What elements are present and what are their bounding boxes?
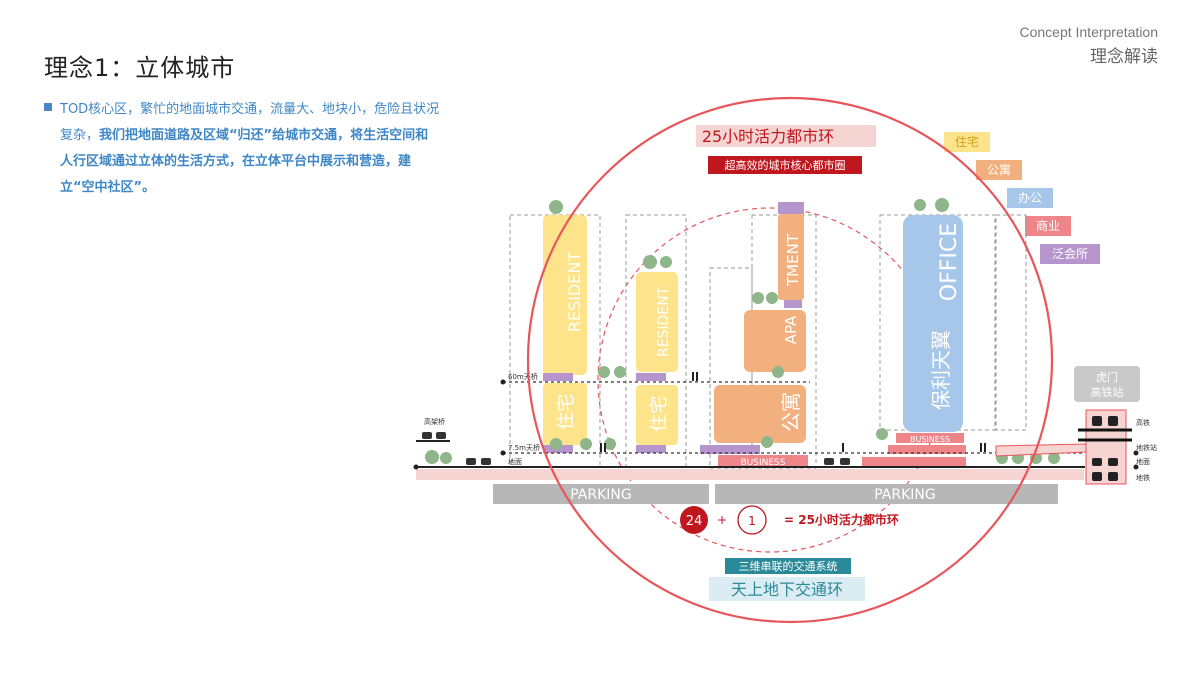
apartment-cn-label: 公寓 xyxy=(779,392,803,432)
apartment-base xyxy=(714,385,806,443)
formula-circle-24 xyxy=(680,506,708,534)
apartment-mid xyxy=(744,310,806,372)
top-banner xyxy=(696,125,876,147)
connector-arrow xyxy=(995,443,1087,457)
parking-left-label: PARKING xyxy=(570,487,631,503)
level-60m-label: 60m天桥 xyxy=(508,372,538,381)
station-label-metro-station: 地铁站 xyxy=(1136,443,1157,452)
business-label-2: BUSINESS xyxy=(910,435,950,444)
viaduct-label: 高架桥 xyxy=(424,417,445,426)
description-part2: 我们把地面道路及区域“归还”给城市交通，将生活空间和人行区域通过立体的生活方式，… xyxy=(60,128,429,195)
level-ground-label: 地面 xyxy=(508,457,522,466)
bottom-main-text: 天上地下交通环 xyxy=(731,580,843,599)
sub-banner xyxy=(708,156,862,174)
club-strip xyxy=(700,445,760,454)
train-icons xyxy=(1092,416,1118,481)
parking-right-label: PARKING xyxy=(874,487,935,503)
office-cn-label: 保利天翼 xyxy=(929,330,953,410)
business-block-2b xyxy=(888,445,966,454)
formula-result: = 25小时活力都市环 xyxy=(784,512,899,527)
resident-2-label: RESIDENT xyxy=(656,286,672,357)
station-label-hsr: 高铁 xyxy=(1136,418,1150,427)
club-strip xyxy=(636,445,666,453)
resident-podium-2 xyxy=(636,385,678,445)
office-label: OFFICE xyxy=(937,223,962,301)
bottom-sub-text: 三维串联的交通系统 xyxy=(739,559,838,573)
club-strip xyxy=(636,373,666,381)
level-7-5m-label: 7.5m天桥 xyxy=(508,443,540,452)
resident-tower-1 xyxy=(543,215,587,375)
apartment-top-label: TMENT xyxy=(784,233,802,287)
station-box xyxy=(1074,366,1140,402)
formula-1: 1 xyxy=(748,514,756,528)
page-title: 理念1：立体城市 xyxy=(44,54,236,82)
legend-club: 泛会所 xyxy=(1040,244,1100,264)
club-top xyxy=(778,202,804,214)
formula-circle-1 xyxy=(737,505,767,535)
apartment-top xyxy=(778,214,804,300)
description-part1: TOD核心区，繁忙的地面城市交通，流量大、地块小，危险且状况复杂， xyxy=(60,102,440,143)
parking-right xyxy=(715,484,1058,504)
bullet-square-icon xyxy=(44,103,52,111)
resident-podium-1 xyxy=(543,383,587,445)
legend-apartment: 公寓 xyxy=(976,160,1022,180)
legend-office: 办公 xyxy=(1007,188,1053,208)
car-icons xyxy=(422,432,850,465)
legend-residence: 住宅 xyxy=(944,132,990,152)
outer-ring xyxy=(526,96,1054,624)
business-block-1 xyxy=(718,455,808,467)
ground-band xyxy=(416,469,1084,480)
formula-24: 24 xyxy=(686,514,703,529)
resident-1-label: RESIDENT xyxy=(565,252,584,333)
description-paragraph: TOD核心区，繁忙的地面城市交通，流量大、地块小，危险且状况复杂，我们把地面道路… xyxy=(60,97,440,201)
parking-left xyxy=(493,484,709,504)
club-strip xyxy=(543,373,573,381)
section-label-cn: 理念解读 xyxy=(1090,47,1158,67)
pedestrian-icons xyxy=(600,372,986,452)
office-tower xyxy=(903,215,963,432)
station-label-ground: 地面 xyxy=(1136,457,1150,466)
resident-1-cn: 住宅 xyxy=(556,394,577,430)
sub-banner-text: 超高效的城市核心都市圈 xyxy=(725,158,846,172)
resident-2-cn: 住宅 xyxy=(649,396,670,432)
station-name-2: 高铁站 xyxy=(1091,385,1124,399)
station-name-1: 虎门 xyxy=(1096,370,1118,384)
section-label-en: Concept Interpretation xyxy=(1019,24,1158,40)
club-strip xyxy=(784,300,802,308)
apartment-mid-label: APA xyxy=(782,315,800,344)
resident-tower-2 xyxy=(636,272,678,372)
business-label-1: BUSINESS xyxy=(741,458,786,468)
business-block-2c xyxy=(862,457,966,467)
bottom-sub-banner xyxy=(725,558,851,574)
station-label-metro: 地铁 xyxy=(1136,473,1150,482)
business-block-2a xyxy=(896,433,964,443)
top-banner-text: 25小时活力都市环 xyxy=(702,127,834,146)
formula-plus: + xyxy=(717,513,727,527)
legend-commerce: 商业 xyxy=(1025,216,1071,236)
bottom-main-banner xyxy=(709,577,865,601)
